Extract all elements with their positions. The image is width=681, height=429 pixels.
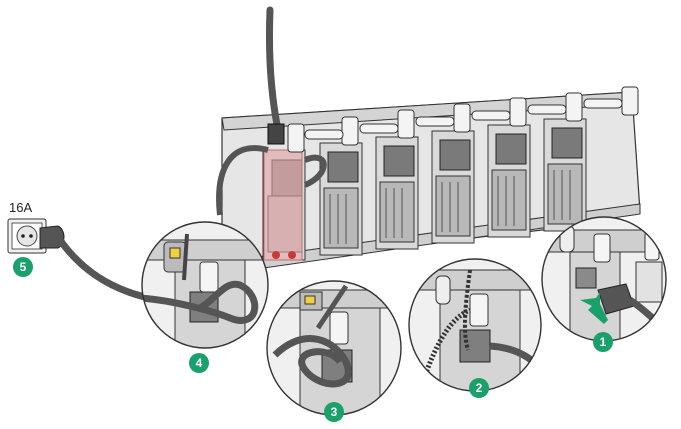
wall-outlet-group: 16A	[7, 200, 164, 304]
detail-view-4	[141, 221, 269, 349]
insert-arrow-icon	[580, 292, 608, 324]
power-module-1[interactable]	[262, 149, 306, 261]
power-module-2[interactable]	[319, 142, 363, 256]
power-module-5[interactable]	[487, 124, 531, 238]
step-badge-3: 3	[324, 402, 344, 422]
svg-text:2: 2	[476, 381, 483, 395]
svg-text:3: 3	[331, 405, 338, 419]
detail-view-1	[541, 216, 667, 342]
power-module-3[interactable]	[375, 136, 419, 250]
wall-outlet-icon[interactable]	[7, 218, 47, 254]
latch-tubes	[287, 86, 639, 153]
detail-view-3	[266, 280, 402, 416]
step-badge-1: 1	[593, 332, 613, 352]
power-module-6[interactable]	[543, 118, 587, 232]
power-plug-icon	[267, 123, 285, 145]
power-module-slots	[262, 118, 587, 261]
power-module-4[interactable]	[431, 130, 475, 244]
cable-tie-icon	[163, 241, 187, 273]
detail-view-2	[408, 258, 542, 392]
svg-text:4: 4	[196, 356, 203, 370]
svg-text:1: 1	[600, 335, 607, 349]
highlight-zone	[263, 149, 303, 261]
outlet-rating-label: 16A	[9, 200, 32, 215]
power-cord-main	[216, 6, 327, 216]
step-badge-2: 2	[469, 378, 489, 398]
svg-text:5: 5	[20, 260, 27, 274]
step-badge-4: 4	[189, 353, 209, 373]
step-badge-5: 5	[13, 257, 33, 277]
